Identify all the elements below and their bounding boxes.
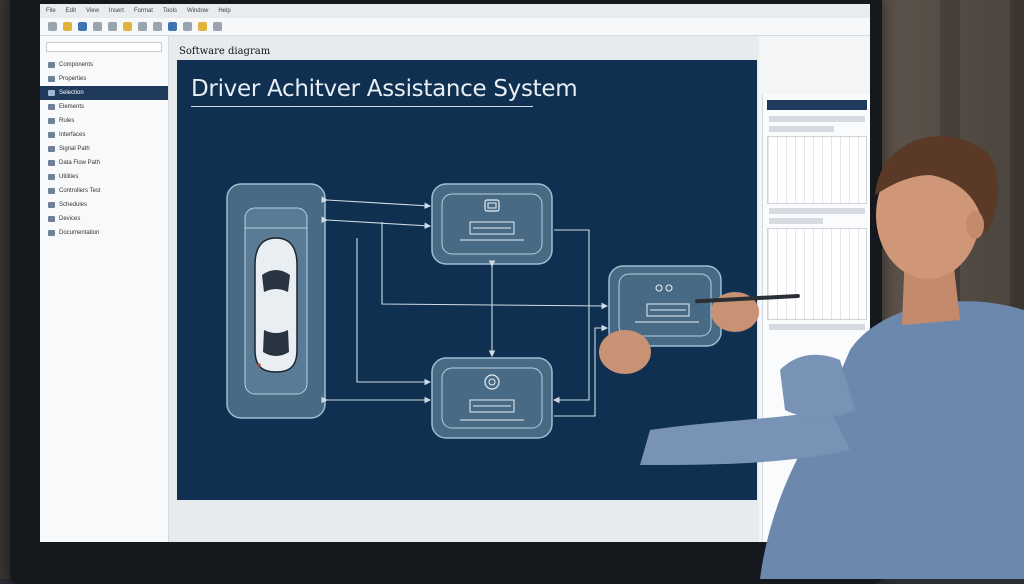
tree-item[interactable]: Rules [40,114,168,128]
menu-tools[interactable]: Tools [162,8,177,14]
component-icon [48,174,55,180]
cut-icon[interactable] [93,22,102,31]
connector-lines [321,196,609,417]
component-icon [48,132,55,138]
component-icon [48,216,55,222]
property-row [769,116,865,122]
save-icon[interactable] [78,22,87,31]
tree-item[interactable]: Components [40,58,168,72]
diagram-title: Driver Achitver Assistance System [191,76,578,102]
connector-icon[interactable] [168,22,177,31]
redo-icon[interactable] [153,22,162,31]
right-module-block[interactable] [608,265,722,347]
folder-icon[interactable] [63,22,72,31]
tree-search-input[interactable] [46,42,162,52]
tree-item[interactable]: Schedules [40,198,168,212]
signal-chart-preview[interactable] [767,136,867,204]
properties-header [767,100,867,110]
tree-item[interactable]: Elements [40,100,168,114]
gear-icon [484,374,500,390]
property-row [769,208,865,214]
title-underline [191,106,533,107]
bottom-module-block[interactable] [431,357,553,439]
property-row [769,126,834,132]
component-icon [48,160,55,166]
camera-icon [484,199,500,212]
text-icon[interactable] [198,22,207,31]
vehicle-block[interactable] [226,183,326,419]
project-tree: Components Properties Selection Elements… [40,36,169,542]
component-icon [48,118,55,124]
tree-item[interactable]: Documentation [40,226,168,240]
menu-help[interactable]: Help [218,8,231,14]
tree-item[interactable]: Data Flow Path [40,156,168,170]
menu-view[interactable]: View [86,8,99,14]
folder-icon [48,76,55,82]
component-icon [48,230,55,236]
right-hand [711,292,759,332]
paste-icon[interactable] [123,22,132,31]
component-icon [48,188,55,194]
sensor-icon [655,284,673,292]
menu-edit[interactable]: Edit [65,8,77,14]
copy-icon[interactable] [108,22,117,31]
component-icon [48,202,55,208]
tree-item[interactable]: Controllers Test [40,184,168,198]
folder-icon [48,62,55,68]
document-tab-title[interactable]: Software diagram [179,46,271,57]
timing-chart-preview[interactable] [767,228,867,320]
document-area: Software diagram [169,36,759,542]
tree-item[interactable]: Signal Path [40,142,168,156]
menu-bar: File Edit View Insert Format Tools Windo… [40,4,870,18]
tree-item[interactable]: Devices [40,212,168,226]
menu-format[interactable]: Format [133,8,153,14]
monitor-bezel: File Edit View Insert Format Tools Windo… [10,0,882,584]
diagram-canvas[interactable]: Driver Achitver Assistance System [177,60,757,500]
tree-item[interactable]: Interfaces [40,128,168,142]
menu-window[interactable]: Window [186,8,209,14]
diagram-svg [226,183,722,439]
person-figure [599,136,1024,579]
folder-icon [48,90,55,96]
presenter-person [580,120,1024,579]
tree-item[interactable]: Utilities [40,170,168,184]
property-row [769,324,865,330]
new-icon[interactable] [48,22,57,31]
component-icon [48,104,55,110]
car-icon [254,237,298,373]
screen: File Edit View Insert Format Tools Windo… [40,4,870,542]
toolbar [40,18,870,36]
zoom-icon[interactable] [213,22,222,31]
top-module-block[interactable] [431,183,553,265]
menu-file[interactable]: File [46,8,56,14]
shape-icon[interactable] [183,22,192,31]
left-hand [599,330,651,374]
tree-item-selected[interactable]: Selection [40,86,168,100]
menu-insert[interactable]: Insert [108,8,124,14]
property-row [769,218,823,224]
stylus-icon [695,293,800,304]
tree-item[interactable]: Properties [40,72,168,86]
undo-icon[interactable] [138,22,147,31]
component-icon [48,146,55,152]
